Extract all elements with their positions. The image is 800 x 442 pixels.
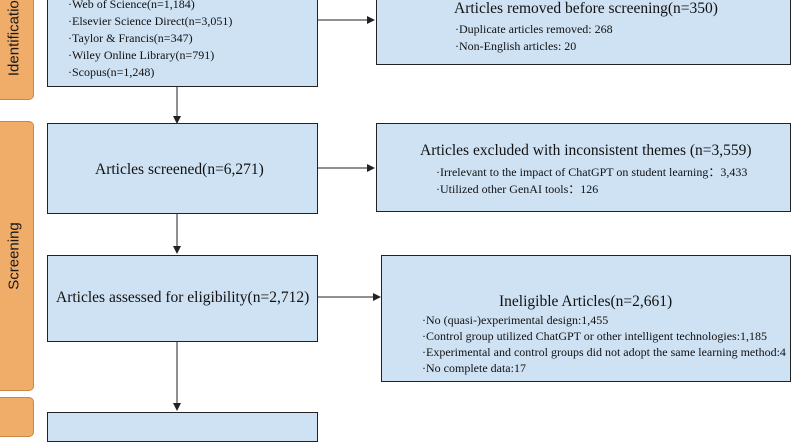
database-item: ·Elsevier Science Direct(n=3,051): [68, 14, 233, 28]
ineligible-item: ·Experimental and control groups did not…: [422, 345, 786, 359]
eligibility-title: Articles assessed for eligibility(n=2,71…: [56, 289, 310, 306]
ineligible-item: ·Control group utilized ChatGPT or other…: [422, 329, 768, 343]
database-item: ·Wiley Online Library(n=791): [68, 48, 215, 62]
removed-box: Articles removed before screening(n=350)…: [376, 0, 791, 65]
screened-box: Articles screened(n=6,271): [47, 123, 318, 214]
database-item: ·Web of Science(n=1,184): [68, 0, 195, 11]
phase-identification: Identification: [0, 0, 34, 100]
ineligible-title: Ineligible Articles(n=2,661): [499, 293, 673, 310]
removed-title: Articles removed before screening(n=350): [454, 0, 718, 17]
ineligible-item: ·No (quasi-)experimental design:1,455: [422, 313, 609, 327]
removed-item: ·Duplicate articles removed: 268: [455, 22, 613, 36]
excluded-title: Articles excluded with inconsistent them…: [420, 142, 752, 159]
excluded-item: ·Irrelevant to the impact of ChatGPT on …: [436, 165, 748, 179]
databases-box: ·Web of Science(n=1,184) ·Elsevier Scien…: [47, 0, 318, 87]
eligibility-box: Articles assessed for eligibility(n=2,71…: [47, 255, 318, 342]
phase-next: [0, 397, 34, 437]
included-box: [47, 412, 318, 442]
removed-item: ·Non-English articles: 20: [455, 39, 577, 53]
excluded-item: ·Utilized other GenAI tools：126: [436, 182, 599, 196]
phase-screening-label: Screening: [5, 222, 23, 290]
phase-screening: Screening: [0, 121, 34, 391]
ineligible-box: Ineligible Articles(n=2,661) ·No (quasi-…: [381, 255, 791, 382]
connector-layer: [173, 16, 381, 411]
phase-identification-label: Identification: [5, 0, 23, 77]
ineligible-item: ·No complete data:17: [422, 361, 526, 375]
excluded-box: Articles excluded with inconsistent them…: [376, 123, 791, 212]
database-item: ·Scopus(n=1,248): [68, 65, 155, 79]
screened-title: Articles screened(n=6,271): [95, 161, 264, 178]
database-item: ·Taylor & Francis(n=347): [68, 31, 193, 45]
